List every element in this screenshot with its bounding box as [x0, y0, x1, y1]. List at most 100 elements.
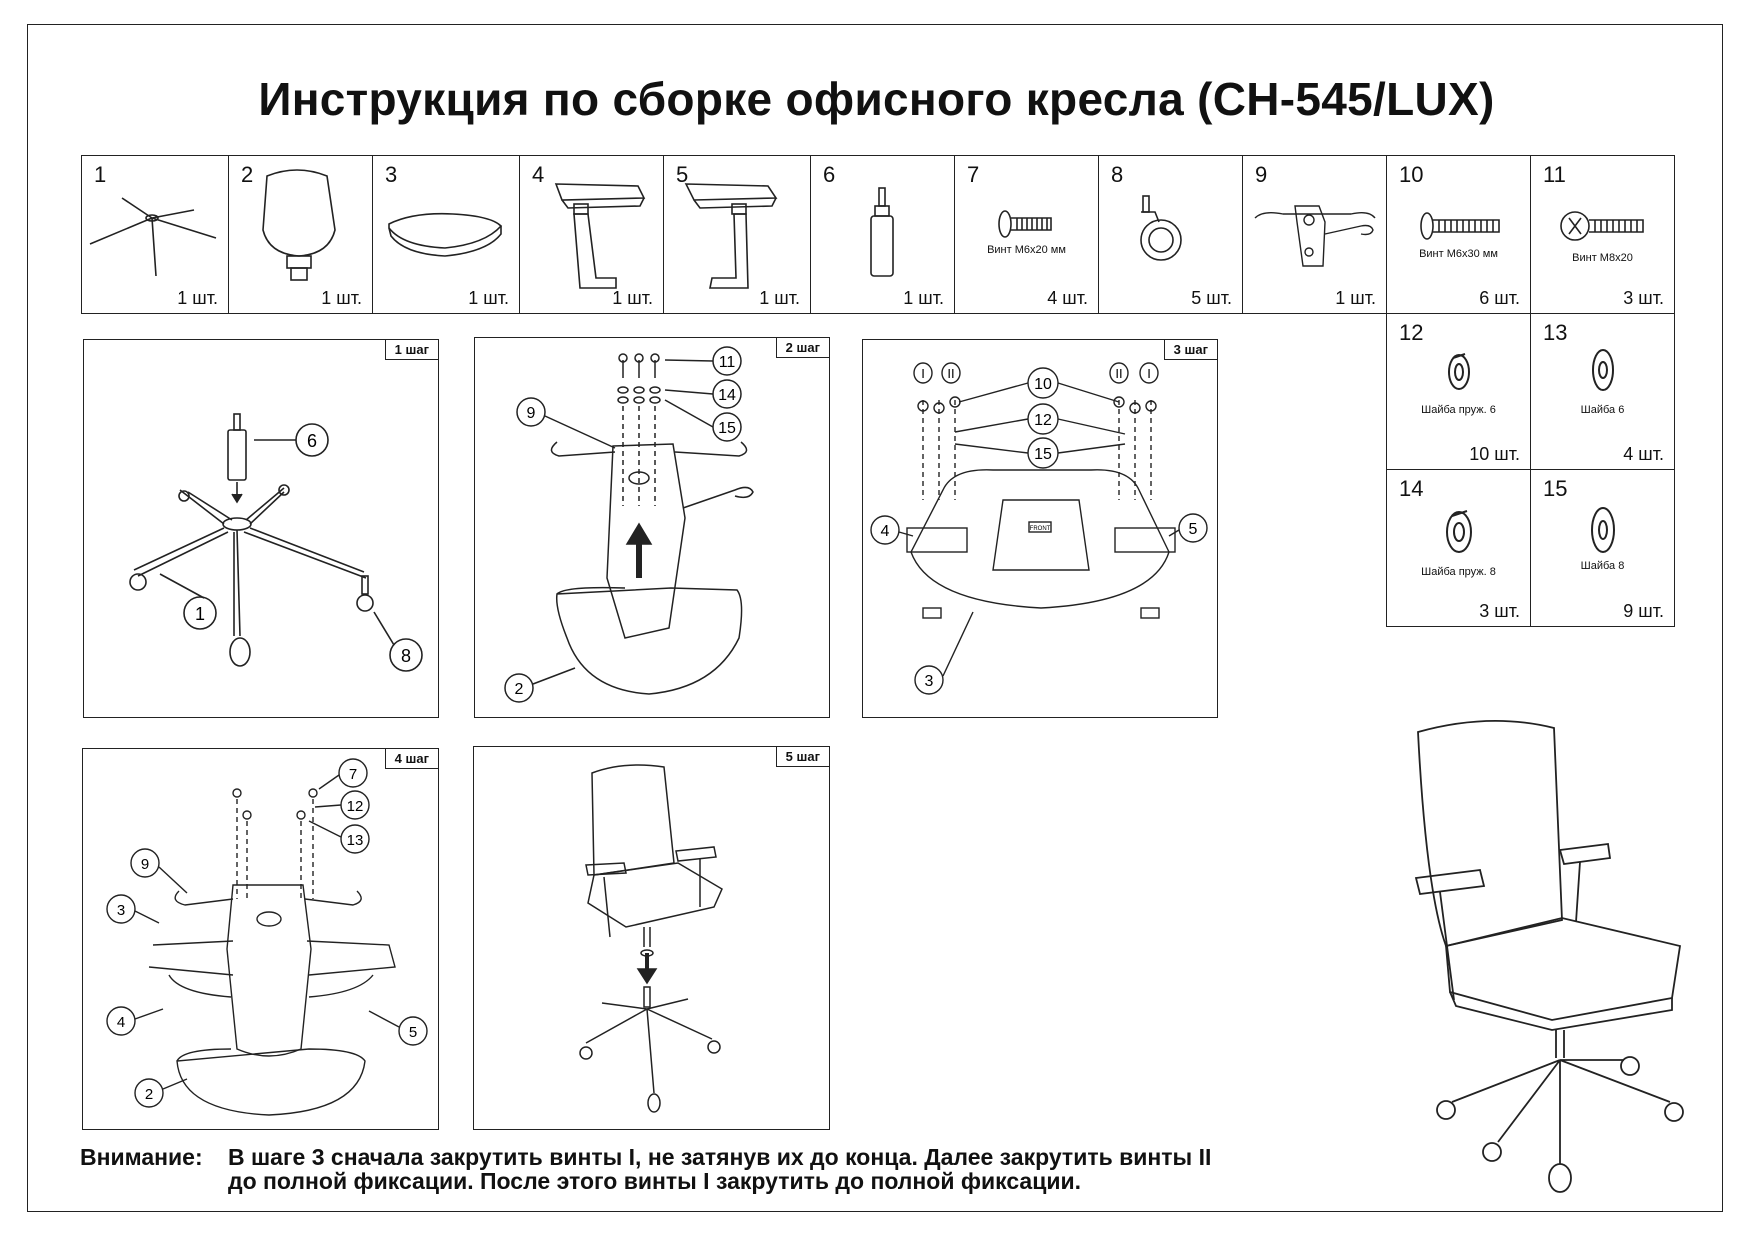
- part-qty: 1 шт.: [612, 288, 653, 308]
- part-number: 8: [1111, 162, 1124, 187]
- seat-icon: [388, 212, 503, 257]
- part-number: 4: [532, 162, 545, 187]
- part-cell: 2 1 шт.: [228, 155, 373, 314]
- callout-label: 9: [141, 856, 149, 873]
- callout-label: 10: [1034, 376, 1052, 393]
- step-2-diagram: 11 14 15 9 2: [504, 346, 754, 703]
- part-cell: 8 5 шт.: [1098, 155, 1243, 314]
- step-tag: 3 шаг: [1163, 340, 1217, 360]
- callout-label: I: [921, 366, 925, 381]
- warning-label: Внимание:: [80, 1144, 203, 1170]
- callout-label: 4: [881, 523, 890, 540]
- callout-label: 6: [307, 431, 317, 451]
- part-cell: 6 1 шт.: [810, 155, 955, 314]
- step-4-diagram: 7 12 13 9 3 4 5 2: [106, 758, 428, 1116]
- armrest-left-icon: [554, 183, 646, 289]
- step-5-panel: 5 шаг: [473, 746, 830, 1130]
- part-caption: Шайба пруж. 6: [1421, 404, 1496, 416]
- part-caption: Шайба пруж. 8: [1421, 566, 1496, 578]
- part-qty: 1 шт.: [468, 288, 509, 308]
- callout-label: 12: [1034, 412, 1052, 429]
- part-qty: 1 шт.: [759, 288, 800, 308]
- part-number: 15: [1543, 476, 1568, 501]
- callout-label: 5: [1189, 521, 1198, 538]
- part-cell: 10 Винт М6х30 мм 6 шт.: [1386, 155, 1531, 314]
- callout-label: 2: [145, 1086, 153, 1103]
- part-qty: 1 шт.: [177, 288, 218, 308]
- step-1-diagram: 6 1 8: [129, 413, 423, 672]
- part-qty: 9 шт.: [1623, 601, 1664, 621]
- washer-cell: 12 Шайба пруж. 6 10 шт.: [1386, 313, 1531, 470]
- part-number: 3: [385, 162, 398, 187]
- part-cell: 1 1 шт.: [81, 155, 229, 314]
- spring-washer-icon: [1446, 510, 1472, 553]
- part-number: 12: [1399, 320, 1424, 345]
- part-caption: Винт М8х20: [1572, 252, 1633, 264]
- callout-label: 7: [349, 766, 357, 783]
- step-5-diagram: [579, 764, 723, 1113]
- callout-label: 13: [347, 832, 364, 849]
- backrest-icon: [262, 169, 336, 281]
- step-tag: 2 шаг: [775, 338, 829, 358]
- part-number: 5: [676, 162, 689, 187]
- step-2-panel: 2 шаг 11 14 15 9 2: [474, 337, 830, 718]
- armrest-right-icon: [684, 183, 778, 289]
- washer-cell: 15 Шайба 8 9 шт.: [1530, 469, 1675, 627]
- step-3-diagram: I II 10 II I 12 15 4 5 3 FRONT: [870, 362, 1208, 695]
- part-qty: 4 шт.: [1623, 444, 1664, 464]
- step-1-panel: 1 шаг 6 1 8: [83, 339, 439, 718]
- base-icon: [89, 197, 217, 277]
- callout-label: II: [947, 366, 954, 381]
- part-number: 2: [241, 162, 254, 187]
- part-cell: 3 1 шт.: [372, 155, 520, 314]
- part-qty: 1 шт.: [903, 288, 944, 308]
- warning-text-line1: В шаге 3 сначала закрутить винты I, не з…: [228, 1144, 1212, 1170]
- front-label: FRONT: [1030, 526, 1051, 532]
- part-cell: 9 1 шт.: [1242, 155, 1387, 314]
- callout-label: 8: [401, 646, 411, 666]
- part-qty: 6 шт.: [1479, 288, 1520, 308]
- callout-label: 9: [527, 405, 536, 422]
- part-caption: Шайба 8: [1580, 560, 1625, 572]
- callout-label: 11: [719, 354, 736, 371]
- assembled-chair-illustration: [1414, 720, 1684, 1193]
- part-caption: Винт М6х20 мм: [987, 244, 1066, 256]
- callout-label: 5: [409, 1024, 417, 1041]
- callout-label: 14: [718, 387, 736, 404]
- mechanism-icon: [1254, 205, 1376, 267]
- part-number: 11: [1543, 162, 1566, 187]
- step-tag: 4 шаг: [384, 749, 438, 769]
- part-qty: 3 шт.: [1623, 288, 1664, 308]
- callout-label: I: [1147, 366, 1151, 381]
- part-qty: 3 шт.: [1479, 601, 1520, 621]
- callout-label: 3: [925, 673, 934, 690]
- caster-icon: [1140, 195, 1182, 261]
- screw-icon: [1560, 211, 1644, 241]
- part-cell: 4 1 шт.: [519, 155, 664, 314]
- part-number: 7: [967, 162, 980, 187]
- part-cell: 11 Винт М8х20 3 шт.: [1530, 155, 1675, 314]
- page-title: Инструкция по сборке офисного кресла (CH…: [258, 73, 1495, 125]
- part-number: 13: [1543, 320, 1568, 345]
- part-number: 10: [1399, 162, 1424, 187]
- part-caption: Шайба 6: [1580, 404, 1625, 416]
- part-cell: 5 1 шт.: [663, 155, 811, 314]
- part-qty: 10 шт.: [1469, 444, 1520, 464]
- part-number: 1: [94, 162, 107, 187]
- part-cell: 7 Винт М6х20 мм 4 шт.: [954, 155, 1099, 314]
- flat-washer-icon: [1591, 507, 1615, 553]
- step-3-panel: 3 шаг I II 10 II I 12 15: [862, 339, 1218, 718]
- page-frame: [27, 24, 1723, 1212]
- part-qty: 1 шт.: [321, 288, 362, 308]
- screw-icon: [998, 210, 1052, 238]
- warning-text-line2: до полной фиксации. После этого винты I …: [228, 1168, 1082, 1194]
- callout-label: 15: [718, 420, 736, 437]
- gas-lift-icon: [870, 187, 894, 277]
- step-tag: 5 шаг: [775, 747, 829, 767]
- callout-label: 1: [195, 604, 205, 624]
- part-number: 14: [1399, 476, 1424, 501]
- step-tag: 1 шаг: [384, 340, 438, 360]
- step-4-panel: 4 шаг 7 12 13 9 3 4 5: [82, 748, 439, 1130]
- washer-cell: 13 Шайба 6 4 шт.: [1530, 313, 1675, 470]
- washer-cell: 14 Шайба пруж. 8 3 шт.: [1386, 469, 1531, 627]
